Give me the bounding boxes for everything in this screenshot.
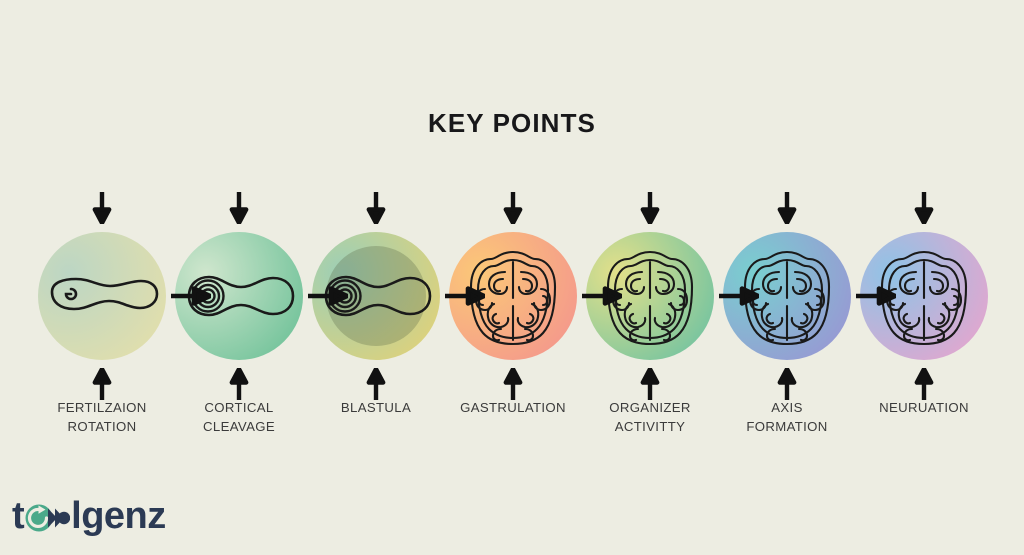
stage-item[interactable]: NEURUATION (853, 0, 995, 555)
arrow-down-icon (228, 192, 250, 226)
stage-label: FERTILZAION ROTATION (57, 400, 147, 434)
stage-item[interactable]: GASTRULATION (442, 0, 584, 555)
arrow-right-icon (171, 285, 213, 307)
arrow-down-icon (502, 192, 524, 226)
stage-item[interactable]: AXIS FORMATION (716, 0, 858, 555)
arrow-up-icon (776, 366, 798, 400)
arrow-right-icon (308, 285, 350, 307)
arrow-up-icon (639, 366, 661, 400)
arrow-up-icon (365, 366, 387, 400)
page-title: KEY POINTS (427, 108, 596, 138)
stage-label: BLASTULA (340, 400, 412, 415)
arrow-down-icon (639, 192, 661, 226)
stage-label: NEURUATION (879, 400, 969, 415)
arrow-down-icon (365, 192, 387, 226)
stage-item[interactable]: BLASTULA (305, 0, 447, 555)
stage-item[interactable]: ORGANIZER ACTIVITTY (579, 0, 721, 555)
stage-label: GASTRULATION (460, 400, 566, 415)
logo-text-left: t (12, 495, 25, 537)
stage-circle[interactable] (38, 232, 166, 360)
arrow-right-icon (719, 285, 761, 307)
stage-label: AXIS FORMATION (746, 400, 828, 434)
arrow-down-icon (913, 192, 935, 226)
arrow-up-icon (228, 366, 250, 400)
stage-item[interactable]: CORTICAL CLEAVAGE (168, 0, 310, 555)
stage-item[interactable]: FERTILZAION ROTATION (31, 0, 173, 555)
brand-logo: t lgenz (12, 492, 166, 540)
circular-arrow-icon (24, 501, 71, 535)
arrow-right-icon (445, 285, 487, 307)
stage-label: CORTICAL CLEAVAGE (203, 400, 275, 434)
arrow-up-icon (913, 366, 935, 400)
arrow-up-icon (502, 366, 524, 400)
arrow-down-icon (91, 192, 113, 226)
arrow-down-icon (776, 192, 798, 226)
arrow-right-icon (582, 285, 624, 307)
arrow-up-icon (91, 366, 113, 400)
stage-label: ORGANIZER ACTIVITTY (609, 400, 691, 434)
logo-text-right: lgenz (71, 495, 166, 537)
arrow-right-icon (856, 285, 898, 307)
